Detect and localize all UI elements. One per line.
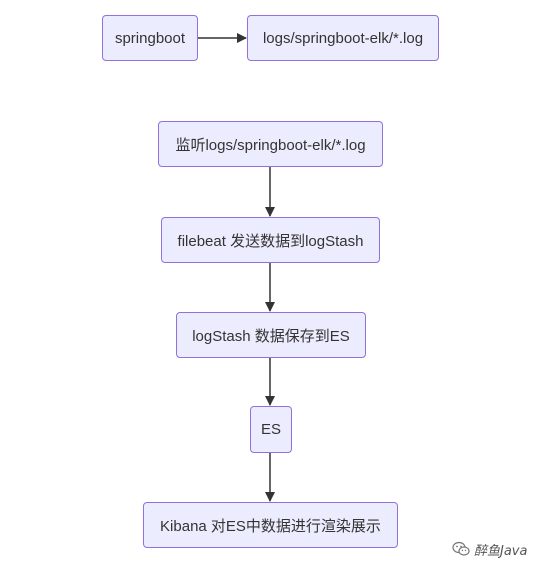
node-logstash: logStash 数据保存到ES <box>176 312 366 358</box>
node-filebeat: filebeat 发送数据到logStash <box>161 217 380 263</box>
wechat-icon <box>452 541 470 556</box>
node-springboot: springboot <box>102 15 198 61</box>
node-es: ES <box>250 406 292 453</box>
node-kibana: Kibana 对ES中数据进行渲染展示 <box>143 502 398 548</box>
node-logs-path: logs/springboot-elk/*.log <box>247 15 439 61</box>
watermark: 醉鱼Java <box>452 538 527 560</box>
watermark-text: 醉鱼Java <box>474 543 528 559</box>
node-listen-logs: 监听logs/springboot-elk/*.log <box>158 121 383 167</box>
